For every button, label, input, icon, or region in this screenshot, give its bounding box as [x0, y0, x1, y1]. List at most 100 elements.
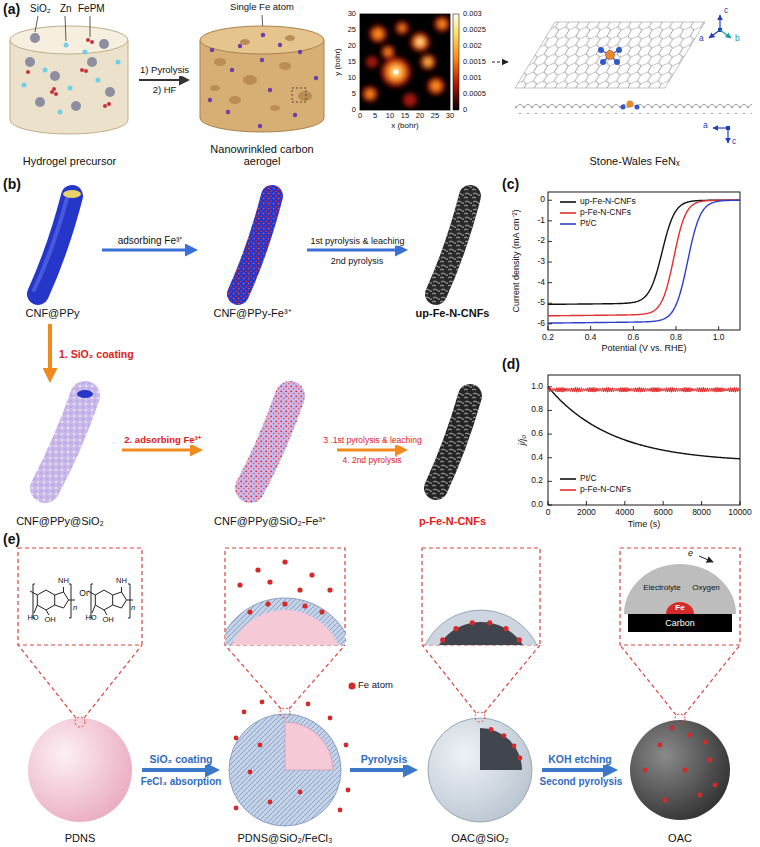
graphene-structure [515, 22, 705, 88]
stage-label: PDNS [65, 832, 96, 845]
stage-label: OAC [668, 832, 692, 845]
fiber-illustration [45, 396, 85, 488]
aerogel-cylinder [200, 26, 324, 54]
density-heatmap [362, 86, 378, 102]
fiber-illustration [250, 396, 290, 488]
aerogel-cylinder [243, 75, 257, 85]
stage-caption: Nanowrinkled carbon aerogel [192, 16, 332, 170]
fiber-stage: up-Fe-N-CNFs [410, 185, 495, 322]
component-label: FePM [78, 3, 105, 15]
carbon-cross-section [431, 622, 531, 645]
component-label: Single Fe atom [230, 2, 294, 13]
atom-label: n [131, 604, 135, 613]
tick-label: 1.0 [531, 382, 543, 392]
crystal-axes [709, 15, 731, 143]
hydrogel-cylinder [43, 68, 48, 73]
leader-line [35, 16, 38, 32]
hydrogel-cylinder [84, 69, 88, 73]
chemical-structure [69, 600, 76, 601]
process-arrow [139, 79, 184, 81]
zoom-inset [289, 645, 345, 709]
sphere [28, 718, 132, 822]
sphere [338, 808, 343, 813]
density-heatmap [385, 49, 392, 56]
axis-letter: c [732, 137, 736, 147]
process-arrow [102, 249, 191, 252]
data-curve [548, 200, 740, 323]
legend-line [560, 199, 576, 205]
aerogel-cylinder [268, 88, 272, 92]
tick-label: 30 [348, 10, 356, 19]
carbon-cross-section [487, 620, 492, 625]
carbon-cross-section [470, 620, 475, 625]
tick-mark [548, 410, 552, 411]
tick-label: 0 [463, 106, 467, 115]
axis-title: j/j₀ [517, 435, 527, 445]
stage-caption: Hydrogel precursor [2, 16, 137, 170]
aerogel-cylinder [229, 96, 241, 104]
tick-mark [718, 326, 719, 330]
tick-label: 0.002 [463, 42, 482, 51]
tick-label: -2 [537, 237, 545, 247]
axis-title: y (bohr) [333, 48, 342, 76]
stage-label: PDNS@SiO₂/FeCl₃ [237, 832, 332, 845]
stage-label: CNF@PPy@SiO₂ [16, 515, 104, 528]
graphene-structure [515, 22, 705, 88]
hydrogel-cylinder [90, 40, 94, 44]
chemical-structure [46, 610, 49, 615]
density-heatmap [391, 67, 401, 77]
hydrogel-cylinder [50, 71, 60, 81]
zoom-inset [620, 645, 676, 715]
sphere [518, 756, 523, 761]
legend-text: up-Fe-N-CNFs [580, 197, 636, 207]
sphere-stage: OAC@SiO₂ [420, 700, 540, 847]
sphere [428, 718, 532, 822]
tick-label: 0.6 [531, 429, 543, 439]
axis-letter: b [735, 34, 740, 44]
shell-cross-section [225, 598, 345, 645]
stage-label: CNF@PPy@SiO₂-Fe³⁺ [214, 515, 326, 528]
fiber-stage: CNF@PPy@SiO₂ [0, 385, 120, 530]
fiber-illustration [238, 196, 272, 294]
aerogel-cylinder [226, 110, 230, 114]
density-heatmap [492, 61, 508, 62]
tick-label: 8000 [692, 508, 711, 518]
active-site-sketch [699, 556, 713, 562]
sphere [328, 716, 333, 721]
stage-label: p-Fe-N-CNFs [419, 515, 486, 528]
density-heatmap [395, 21, 409, 35]
annotation: e [688, 548, 693, 558]
tick-label: 0.0025 [463, 26, 486, 35]
density-heatmap [362, 16, 450, 107]
annotation: Oxygen [692, 583, 720, 592]
atom-label: n [73, 604, 77, 613]
aerogel-cylinder [214, 58, 226, 66]
carbon-cross-section [517, 637, 522, 642]
fiber-stage: CNF@PPy-Fe³⁺ [200, 185, 305, 322]
sphere [248, 770, 253, 775]
aerogel-cylinder [200, 26, 324, 132]
sphere [234, 736, 239, 741]
fiber-stage: CNF@PPy [5, 185, 100, 322]
tick-mark [548, 262, 552, 263]
shell-cross-section [237, 582, 242, 587]
density-heatmap [386, 62, 406, 82]
process-arrow [307, 249, 401, 252]
chemical-structure [88, 591, 95, 595]
aerogel-cylinder [208, 33, 318, 129]
graphene-structure [598, 47, 622, 65]
sphere-stage: PDNS@SiO₂/FeCl₃ [222, 700, 348, 847]
sphere [708, 758, 713, 763]
sphere [75, 717, 85, 727]
crystal-axes [720, 30, 731, 38]
crystal-axes [713, 127, 728, 128]
sphere [349, 683, 356, 690]
density-heatmap [399, 25, 405, 31]
atom-label: NH [116, 577, 127, 586]
fiber-illustration [436, 196, 470, 294]
tick-label: 0.0 [531, 500, 543, 510]
axis-letter: c [724, 6, 728, 16]
tick-mark [663, 501, 664, 505]
graphene-structure [606, 51, 615, 60]
legend-entry: p-Fe-N-CNFs [560, 208, 631, 218]
